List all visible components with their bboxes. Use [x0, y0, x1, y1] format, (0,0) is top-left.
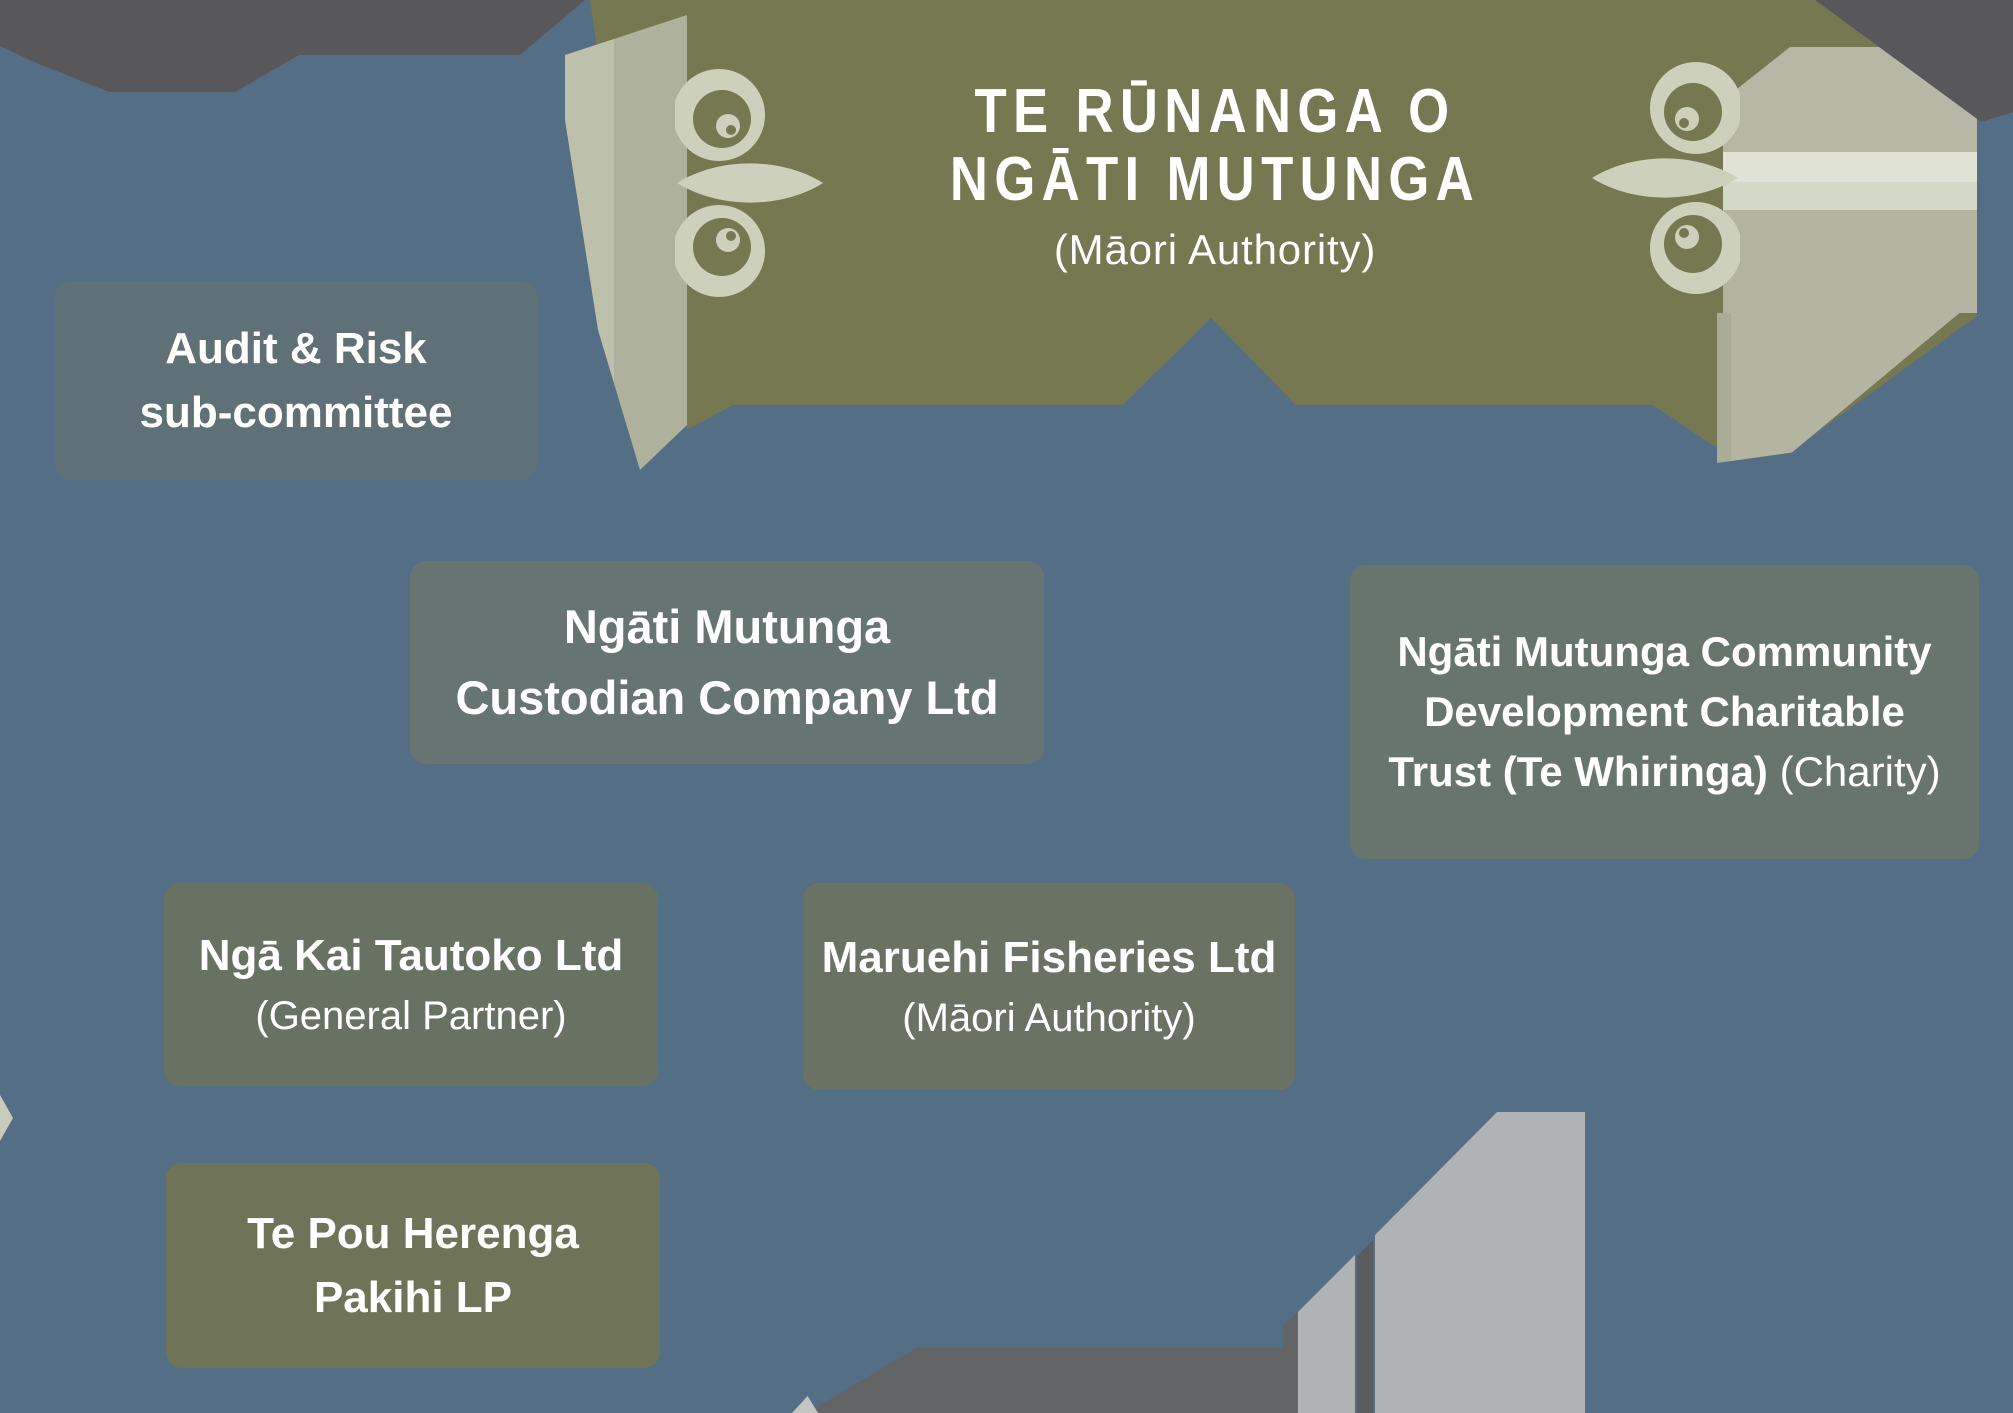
node-label-name: Trust (Te Whiringa): [1388, 748, 1768, 796]
photo-fragment-building-dark-strip: [1357, 1240, 1373, 1413]
node-label-name: Maruehi Fisheries Ltd: [821, 932, 1277, 982]
photo-fragment-top-left: [0, 0, 585, 92]
carved-pou-block: [1723, 47, 1977, 313]
node-label-line1: Ngāti Mutunga: [563, 600, 891, 653]
node-label-line2: Development Charitable: [1424, 687, 1905, 735]
photo-fragment-building-light-strip: [1298, 1255, 1355, 1413]
edge-carving-tip: [0, 1095, 13, 1141]
org-node-maruehi-fisheries: Maruehi Fisheries Ltd (Māori Authority): [803, 883, 1295, 1090]
node-label-line1: Te Pou Herenga: [247, 1208, 579, 1258]
org-node-audit-risk-subcommittee: Audit & Risk sub-committee: [55, 281, 537, 480]
node-label-line2: Pakihi LP: [313, 1272, 513, 1322]
org-node-community-development-trust: Ngāti Mutunga Community Development Char…: [1350, 565, 1979, 859]
node-label-line1: Ngāti Mutunga Community: [1397, 627, 1932, 675]
photo-fragment-building-tip: [792, 1396, 818, 1413]
node-label-line2: Custodian Company Ltd: [455, 670, 999, 724]
node-label-line1: Audit & Risk: [165, 323, 427, 373]
koru-trefoil-icon: [1592, 62, 1740, 294]
koru-trefoil-icon: [675, 69, 823, 297]
page-title-line2: NGĀTI MUTUNGA: [949, 145, 1481, 215]
org-node-nga-kai-tautoko: Ngā Kai Tautoko Ltd (General Partner): [164, 883, 658, 1086]
page-title: TE RŪNANGA O NGĀTI MUTUNGA: [913, 77, 1517, 215]
photo-fragment-building-shadow: [807, 1313, 1297, 1413]
node-label-line2: sub-committee: [139, 387, 453, 437]
org-node-te-pou-herenga-pakihi: Te Pou Herenga Pakihi LP: [166, 1163, 660, 1368]
page-title-line1: TE RŪNANGA O: [974, 77, 1456, 146]
header-title-block: TE RŪNANGA O NGĀTI MUTUNGA (Māori Author…: [860, 77, 1570, 274]
org-node-custodian-company: Ngāti Mutunga Custodian Company Ltd: [410, 561, 1044, 764]
carved-pou-block-column: [1717, 313, 1960, 463]
node-label-qualifier: (General Partner): [255, 994, 567, 1039]
node-label-qualifier: (Charity): [1779, 748, 1941, 796]
page-title-qualifier: (Māori Authority): [1053, 226, 1377, 274]
node-label-line3: Trust (Te Whiringa) (Charity): [1388, 742, 1940, 802]
node-label-qualifier: (Māori Authority): [902, 996, 1196, 1041]
node-label-name: Ngā Kai Tautoko Ltd: [198, 930, 624, 980]
carved-pou-post: [565, 15, 687, 470]
photo-fragment-building-column: [1375, 1112, 1585, 1413]
